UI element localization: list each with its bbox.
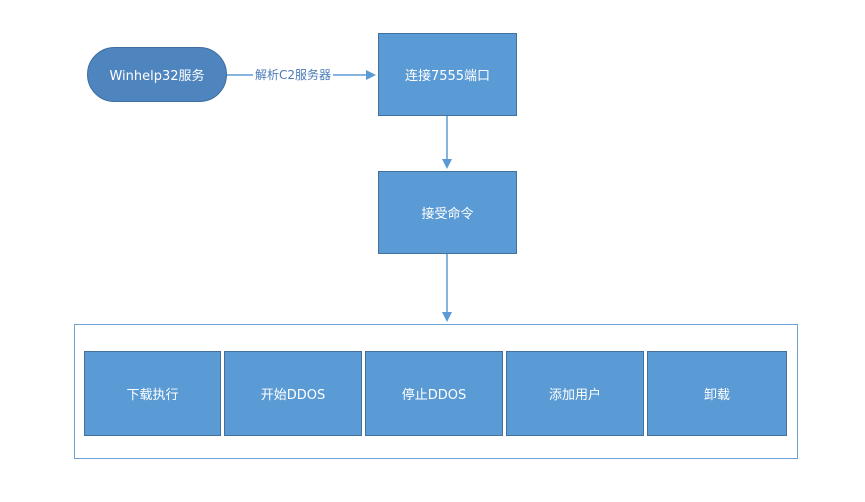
- node-connect-port: 连接7555端口: [378, 33, 517, 116]
- commands-group-frame: [74, 324, 798, 459]
- command-start-ddos: 开始DDOS: [224, 351, 362, 436]
- command-download-execute: 下载执行: [84, 351, 221, 436]
- command-uninstall: 卸载: [647, 351, 787, 436]
- command-stop-ddos: 停止DDOS: [365, 351, 503, 436]
- node-winhelp32-service: Winhelp32服务: [87, 47, 227, 102]
- node-receive-command: 接受命令: [378, 171, 517, 254]
- edge-label-resolve-c2: 解析C2服务器: [253, 66, 334, 83]
- command-add-user: 添加用户: [506, 351, 644, 436]
